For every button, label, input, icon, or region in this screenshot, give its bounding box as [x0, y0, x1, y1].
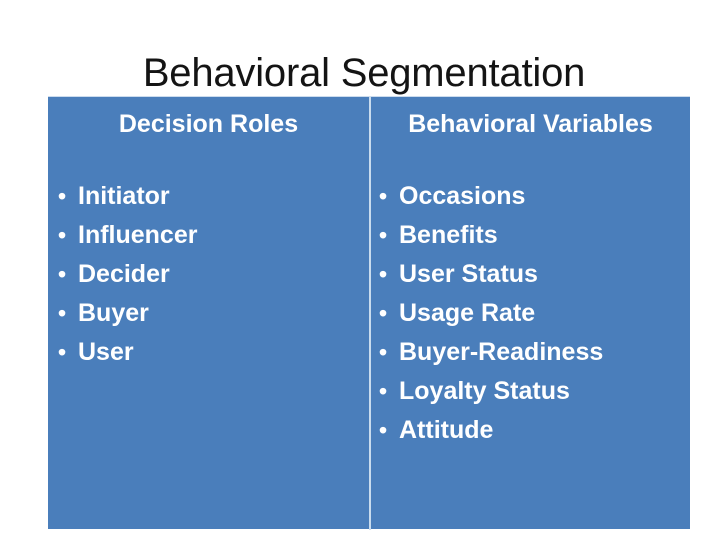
list-item: • Occasions: [379, 181, 603, 220]
bullet-icon: •: [58, 222, 67, 248]
column-decision-roles: Decision Roles • Initiator • Influencer …: [48, 97, 369, 530]
list-item-label: Buyer: [78, 299, 149, 327]
page-title: Behavioral Segmentation: [142, 50, 586, 95]
list-item: • User: [58, 337, 197, 376]
list-item: • Buyer: [58, 298, 197, 337]
list-item-label: Initiator: [78, 182, 170, 210]
list-item-label: Influencer: [78, 221, 198, 249]
list-decision-roles: • Initiator • Influencer • Decider • Buy…: [58, 181, 197, 376]
list-item-label: Occasions: [399, 182, 526, 210]
bullet-icon: •: [58, 261, 67, 287]
list-item-label: User Status: [399, 260, 538, 288]
bullet-icon: •: [379, 300, 388, 326]
bullet-icon: •: [379, 183, 388, 209]
list-item: • Usage Rate: [379, 298, 603, 337]
column-divider: [369, 97, 371, 530]
list-item: • Influencer: [58, 220, 197, 259]
list-item-label: User: [78, 338, 134, 366]
column-header-decision-roles: Decision Roles: [118, 110, 299, 138]
list-item: • Benefits: [379, 220, 603, 259]
list-item: • Decider: [58, 259, 197, 298]
list-item: • User Status: [379, 259, 603, 298]
bullet-icon: •: [379, 261, 388, 287]
column-behavioral-variables: Behavioral Variables • Occasions • Benef…: [371, 97, 690, 530]
bullet-icon: •: [379, 222, 388, 248]
bullet-icon: •: [58, 300, 67, 326]
list-item-label: Usage Rate: [399, 299, 536, 327]
list-item-label: Decider: [78, 260, 170, 288]
list-item-label: Buyer-Readiness: [399, 338, 604, 366]
list-item: • Buyer-Readiness: [379, 337, 603, 376]
list-item: • Loyalty Status: [379, 376, 603, 415]
bullet-icon: •: [379, 417, 388, 443]
list-item-label: Attitude: [399, 416, 494, 444]
list-item: • Initiator: [58, 181, 197, 220]
list-item-label: Loyalty Status: [399, 377, 570, 405]
column-header-behavioral-variables: Behavioral Variables: [408, 110, 653, 138]
bullet-icon: •: [379, 378, 388, 404]
list-item: • Attitude: [379, 415, 603, 454]
bullet-icon: •: [379, 339, 388, 365]
list-behavioral-variables: • Occasions • Benefits • User Status • U…: [379, 181, 603, 454]
two-column-table: Decision Roles • Initiator • Influencer …: [48, 96, 690, 530]
list-item-label: Benefits: [399, 221, 498, 249]
bullet-icon: •: [58, 183, 67, 209]
bullet-icon: •: [58, 339, 67, 365]
